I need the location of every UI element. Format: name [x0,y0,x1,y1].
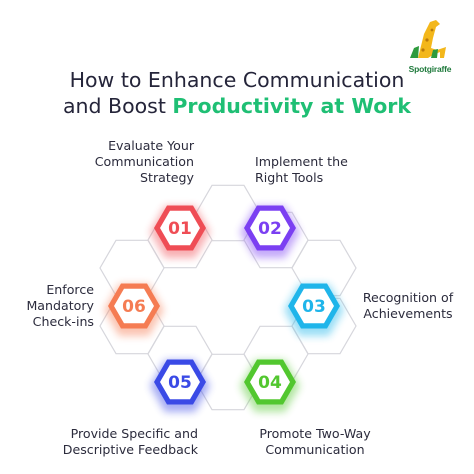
step-02-line-1: Implement the [255,154,348,169]
step-04-line-1: Promote Two-Way [259,426,371,441]
step-06-line-1: Enforce [46,282,94,297]
hex-inner [250,364,290,400]
step-06-label: Enforce Mandatory Check-ins [14,282,94,330]
step-01-line-1: Evaluate Your [108,138,194,153]
step-06-line-3: Check-ins [32,314,94,329]
step-01-line-2: Communication [94,154,194,169]
title-line-2: and Boost Productivity at Work [0,93,474,119]
hex-number-04: 04 [258,373,282,393]
hex-step-01: 01 [150,205,210,258]
hex-step-04: 04 [240,359,300,412]
step-03-line-1: Recognition of [362,290,454,305]
giraffe-icon [410,20,446,58]
hex-number-02: 02 [258,219,282,239]
hex-step-06: 06 [104,283,164,336]
hex-number-05: 05 [168,373,192,393]
step-03-label: Recognition of Achievements [356,290,460,322]
step-06-line-2: Mandatory [26,298,94,313]
title-line-1: How to Enhance Communication [69,68,405,92]
hex-step-05: 05 [150,359,210,412]
hex-number-01: 01 [168,219,192,239]
step-04-label: Promote Two-Way Communication [250,426,380,458]
title-line-2-prefix: and Boost [62,94,173,118]
hex-inner [160,210,200,246]
hex-number-03: 03 [302,297,326,317]
step-05-line-1: Provide Specific and [70,426,198,441]
hex-inner [294,288,334,324]
step-02-line-2: Right Tools [255,170,324,185]
step-01-label: Evaluate Your Communication Strategy [60,138,194,186]
numbered-hexagons: 01 02 03 04 05 06 [104,205,344,412]
hex-inner [160,364,200,400]
hex-step-02: 02 [240,205,300,258]
step-02-label: Implement the Right Tools [255,154,385,186]
step-01-line-3: Strategy [140,170,194,185]
step-05-label: Provide Specific and Descriptive Feedbac… [40,426,198,458]
step-05-line-2: Descriptive Feedback [62,442,198,457]
step-04-line-2: Communication [265,442,365,457]
hex-step-03: 03 [284,283,344,336]
step-03-line-2: Achievements [363,306,453,321]
hex-inner [114,288,154,324]
hex-number-06: 06 [122,297,146,317]
hex-inner [250,210,290,246]
title-highlight: Productivity at Work [172,94,412,118]
logo-wordmark: Spotgiraffe [408,64,452,74]
